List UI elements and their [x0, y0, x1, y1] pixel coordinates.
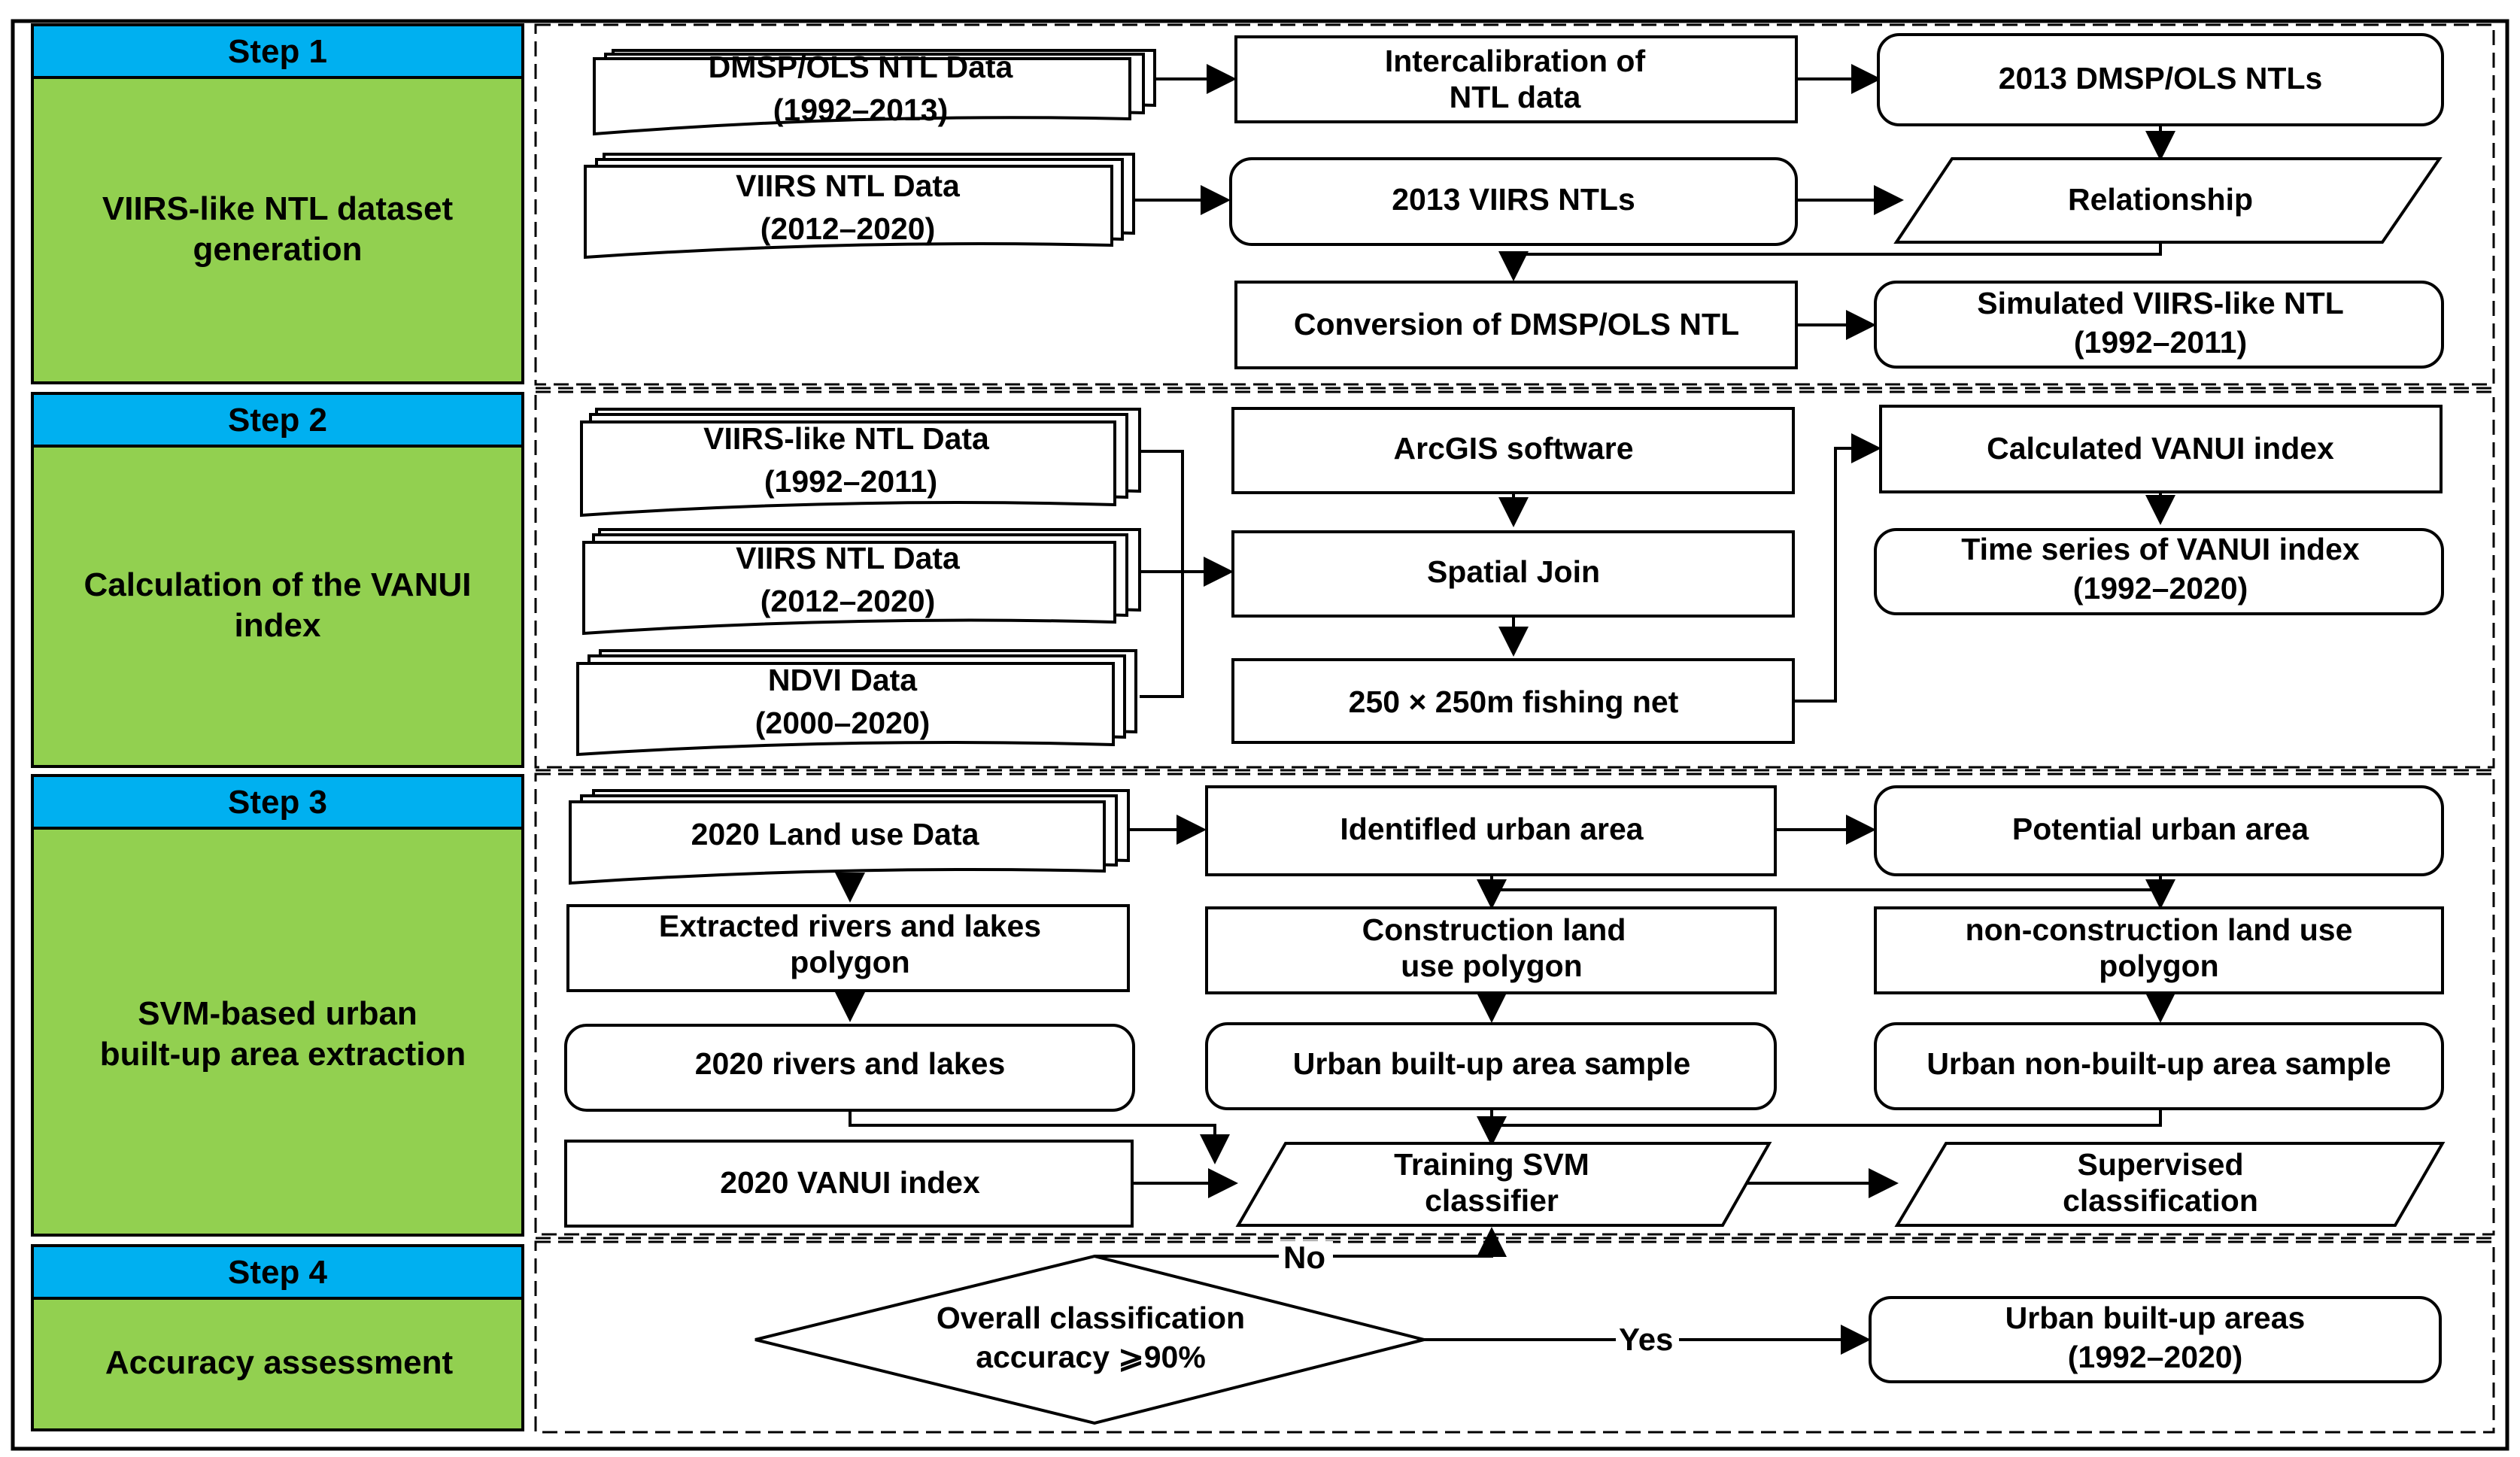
node-dmsp-data — [593, 49, 1156, 136]
node-relationship — [1893, 157, 2443, 244]
node-builtup-sample — [1205, 1022, 1777, 1110]
step-3-panel — [31, 774, 524, 1237]
node-potential-urban — [1874, 785, 2444, 876]
text-calculated-vanui: Calculated VANUI index — [1987, 431, 2334, 466]
node-intercalibration — [1234, 35, 1798, 123]
text-fishing-net: 250 × 250m fishing net — [1349, 684, 1679, 719]
step-4-title: Accuracy assessment — [105, 1344, 454, 1381]
text-arcgis: ArcGIS software — [1394, 431, 1634, 466]
text-dmsp-2013: 2013 DMSP/OLS NTLs — [1999, 61, 2323, 96]
text-vanui-2020: 2020 VANUI index — [720, 1165, 980, 1200]
node-rivers-polygon — [566, 904, 1130, 992]
text-conversion: Conversion of DMSP/OLS NTL — [1294, 307, 1739, 341]
text-viirs-like-data: VIIRS-like NTL Data(1992–2011) — [703, 421, 990, 499]
edge-label-yes: Yes — [1619, 1322, 1673, 1357]
node-supervised — [1894, 1142, 2446, 1227]
text-rivers-2020: 2020 rivers and lakes — [695, 1046, 1006, 1081]
node-simulated-viirs — [1874, 281, 2444, 369]
text-potential-urban: Potential urban area — [2012, 812, 2309, 846]
node-vanui-2020 — [564, 1140, 1134, 1228]
node-viirs-data-2 — [582, 528, 1141, 636]
node-training-svm — [1235, 1142, 1772, 1227]
node-viirs-data-1 — [584, 153, 1135, 260]
node-viirs-2013 — [1229, 157, 1798, 246]
node-urban-areas — [1869, 1296, 2442, 1383]
nodes — [564, 33, 2446, 1425]
text-identified-urban: Identifled urban area — [1340, 812, 1644, 846]
text-viirs-data-1: VIIRS NTL Data(2012–2020) — [736, 168, 961, 246]
node-construction-polygon — [1205, 906, 1777, 994]
node-viirs-like-data — [580, 408, 1141, 518]
step-1-label: Step 1 — [228, 33, 327, 70]
text-urban-areas: Urban built-up areas(1992–2020) — [2005, 1301, 2306, 1374]
node-vanui-series — [1874, 528, 2444, 615]
text-spatial-join: Spatial Join — [1427, 554, 1600, 589]
text-viirs-data-2: VIIRS NTL Data(2012–2020) — [736, 541, 961, 618]
node-nonbuiltup-sample — [1874, 1022, 2444, 1110]
node-nonconstruction-polygon — [1874, 906, 2444, 994]
text-land-use-2020: 2020 Land use Data — [691, 817, 980, 851]
connectors — [835, 64, 2175, 1355]
text-simulated-viirs: Simulated VIIRS-like NTL(1992–2011) — [1977, 286, 2344, 360]
text-vanui-series: Time series of VANUI index(1992–2020) — [1961, 532, 2360, 606]
node-land-use-2020 — [569, 789, 1130, 885]
node-rivers-2020 — [564, 1024, 1135, 1112]
text-builtup-sample: Urban built-up area sample — [1293, 1046, 1691, 1081]
node-arcgis — [1231, 407, 1795, 494]
node-conversion — [1234, 281, 1798, 369]
node-ndvi-data — [576, 649, 1137, 757]
node-accuracy — [754, 1254, 1425, 1425]
outer-frame — [11, 19, 2509, 1451]
step-4-label: Step 4 — [228, 1254, 328, 1291]
step-column — [31, 23, 524, 1431]
text-viirs-2013: 2013 VIIRS NTLs — [1392, 182, 1635, 217]
step-2-panel — [31, 392, 524, 768]
step-1-panel — [31, 23, 524, 384]
node-spatial-join — [1231, 530, 1795, 618]
node-dmsp-2013 — [1877, 33, 2444, 126]
text-nonbuiltup-sample: Urban non-built-up area sample — [1926, 1046, 2391, 1081]
node-identified-urban — [1205, 785, 1777, 876]
step-4-panel — [31, 1244, 524, 1431]
edge-label-no: No — [1283, 1240, 1325, 1275]
step-2-label: Step 2 — [228, 402, 327, 439]
text-ndvi-data: NDVI Data(2000–2020) — [755, 663, 931, 740]
node-calculated-vanui — [1879, 405, 2443, 493]
step-3-label: Step 3 — [228, 784, 327, 821]
node-fishing-net — [1231, 658, 1795, 744]
text-dmsp-data: DMSP/OLS NTL Data(1992–2013) — [709, 50, 1014, 127]
text-relationship: Relationship — [2068, 182, 2253, 217]
dashed-frames — [534, 23, 2495, 1434]
